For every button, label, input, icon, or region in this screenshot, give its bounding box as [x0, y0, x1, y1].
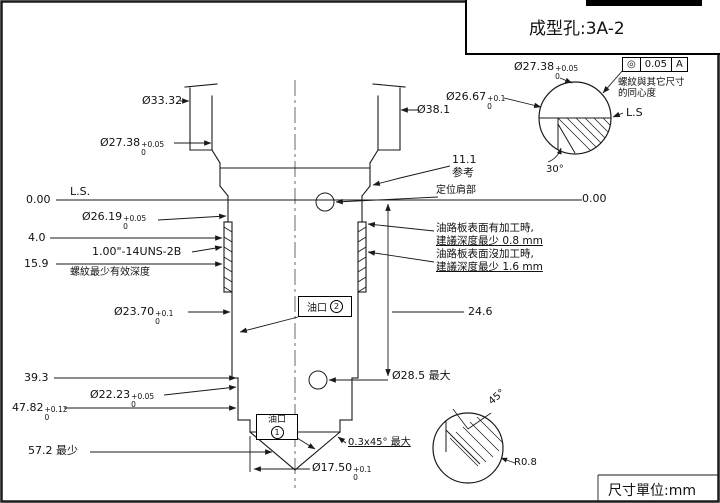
feature-control-frame: ◎ 0.05 A — [622, 57, 688, 72]
chamfer-note-label: 0.3x45° 最大 — [348, 437, 411, 448]
thread-hatch — [223, 226, 367, 293]
oil-plate-notes: 油路板表面有加工時, 建議深度最少 0.8 mm 油路板表面沒加工時, 建議深度… — [436, 222, 543, 274]
dim-38-1-label: Ø38.1 — [417, 103, 451, 116]
title-box: 成型孔:3A-2 — [465, 0, 720, 55]
thread-note-label: 螺紋最少有效深度 — [70, 267, 150, 278]
detail-view-bottom — [432, 408, 516, 484]
ref-11-1-label: 11.1 参考 — [452, 153, 477, 179]
dim-24-6-label: 24.6 — [468, 305, 493, 318]
oil-port-2-label: 油口 — [307, 303, 327, 314]
dim-4-0-label: 4.0 — [28, 231, 46, 244]
oil-port-2-number: 2 — [330, 300, 343, 313]
radius-r0-8-label: R0.8 — [514, 457, 537, 468]
hatch-top — [557, 117, 611, 153]
dim-39-3-label: 39.3 — [24, 371, 49, 384]
ref-note: 参考 — [452, 166, 474, 179]
detail-ls-label: L.S — [626, 106, 643, 119]
datum-reference: A — [672, 57, 688, 72]
oil-port-1-callout: 油口 1 — [256, 414, 298, 440]
ref-value: 11.1 — [452, 153, 477, 166]
dim-15-9-label: 15.9 — [24, 257, 49, 270]
shoulder-label: 定位肩部 — [436, 185, 476, 196]
dim-57-2-label: 57.2 最少 — [28, 444, 78, 457]
oil-port-1-number: 1 — [270, 426, 284, 439]
hatch-bottom — [449, 413, 503, 467]
fcf-note: 螺紋與其它尺寸 的同心度 — [618, 77, 685, 99]
angle-30-label: 30° — [546, 164, 564, 175]
detail-circle-bottom — [432, 412, 504, 484]
oil-note-3: 油路板表面沒加工時, — [436, 248, 534, 260]
dimension-lines — [50, 69, 719, 501]
datum-right-value: 0.00 — [582, 192, 607, 205]
page-title: 成型孔:3A-2 — [529, 19, 625, 39]
oil-note-1: 油路板表面有加工時, — [436, 222, 534, 234]
oil-port-2-callout: 油口 2 — [298, 296, 352, 317]
units-label: 尺寸單位:mm — [608, 483, 696, 499]
oil-note-2: 建議深度最少 0.8 mm — [436, 235, 543, 247]
detail-view-top — [538, 81, 612, 163]
oil-note-4: 建議深度最少 1.6 mm — [436, 261, 543, 273]
datum-left-ls: L.S. — [70, 185, 91, 198]
dim-33-32-label: Ø33.32 — [142, 94, 183, 107]
dim-28-5-label: Ø28.5 最大 — [392, 369, 451, 382]
datum-left-value: 0.00 — [26, 193, 51, 206]
detail-marker-bottom — [308, 370, 328, 390]
detail-marker-top — [315, 192, 335, 212]
thread-spec-label: 1.00"-14UNS-2B — [92, 245, 182, 258]
concentricity-symbol: ◎ — [622, 57, 641, 72]
top-black-bar — [586, 0, 702, 6]
tolerance-value: 0.05 — [640, 57, 672, 72]
oil-port-1-label: 油口 — [267, 415, 286, 425]
